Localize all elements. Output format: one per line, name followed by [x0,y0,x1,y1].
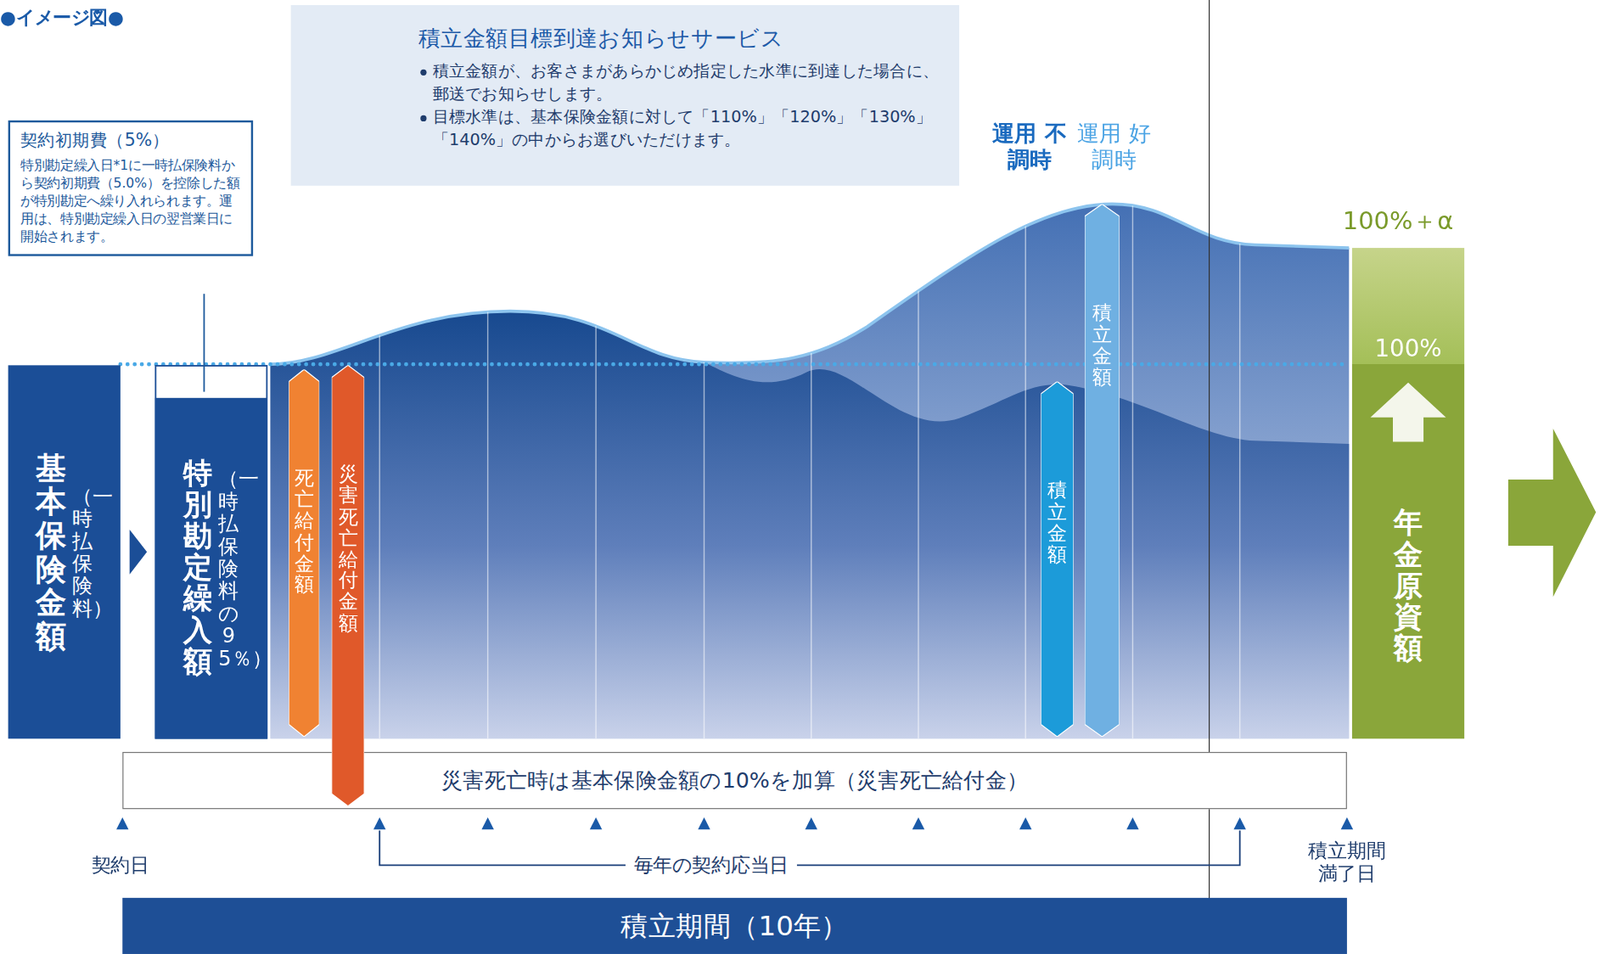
accident-note-band: 災害死亡時は基本保険金額の10%を加算（災害死亡給付金） [122,752,1348,809]
special-account-box: 特別勘定繰入額（一時払保険料の95％） [155,398,268,740]
gridline [595,193,596,739]
period-text: 積立期間（10年） [620,907,849,944]
fund-poor-bar: 積立金額 [1040,381,1073,737]
hundred-percent-dotted-line [120,362,1349,367]
date-ticks [116,817,1353,830]
year-gridlines [379,193,1240,739]
bar-label: 災害死亡給付金額 [338,463,359,635]
tick-mark [481,817,494,830]
initial-cost-callout: 契約初期費（5%） 特別勘定繰入日*1に一時払保険料から契約初期費（5.0%）を控… [8,120,254,257]
bar-label: 積立金額 [1047,479,1067,565]
vertical-label: 基本保険金額 [35,450,67,653]
premium-box: 基本保険金額（一時払保険料） [8,364,121,739]
gridline [487,193,489,739]
period-bar: 積立期間（10年） [122,898,1348,954]
poor-performance-label: 運用 不調時 [989,120,1070,175]
tick-mark [697,817,710,830]
bar-label: 積立金額 [1092,302,1112,388]
accident-death-bar: 災害死亡給付金額 [331,364,365,806]
panel-bullet: 目標水準は、基本保険金額に対して「110%」「120%」「130%」「140%」… [418,106,939,152]
gridline [1132,193,1134,739]
notice-service-panel: 積立金額目標到達お知らせサービス積立金額が、お客さまがあらかじめ指定した水準に到… [291,5,960,186]
bar-label: 死亡給付金額 [294,467,315,596]
panel-bullet: 積立金額が、お客さまがあらかじめ指定した水準に到達した場合に、郵送でお知らせしま… [418,60,939,107]
bar-outline [1040,381,1073,737]
deduction-strip [155,365,267,739]
bar-outline [288,369,320,737]
bar-outline [331,364,365,806]
vertical-label: 特別勘定繰入額 [183,458,213,679]
bar-outline [1084,203,1120,736]
vertical-sublabel: （一時払保険料の95％） [218,467,239,670]
figure-title: ●イメージ図● [0,5,204,29]
callout-body: 特別勘定繰入日*1に一時払保険料から契約初期費（5.0%）を控除した額が特別勘定… [20,156,242,246]
annuity-label: 年金原資額 [1393,508,1423,666]
pointed-bar-shape [1084,203,1120,736]
tick-mark [912,817,925,830]
good-performance-area [270,203,1350,739]
poor-performance-area [270,311,1350,740]
gridline [1024,193,1026,739]
fund-good-bar: 積立金額 [1084,203,1120,736]
up-arrow-shape [1370,382,1447,443]
good-performance-label: 運用 好調時 [1074,120,1155,175]
gridline [703,193,705,739]
vertical-sublabel: （一時払保険料） [72,484,93,620]
flow-chevron [129,529,147,575]
tick-mark [805,817,818,830]
divider-line [1208,0,1210,954]
tick-mark [1126,817,1139,830]
band-text: 災害死亡時は基本保険金額の10%を加算（災害死亡給付金） [441,766,1028,796]
contract-date-label: 契約日 [59,853,182,876]
anniversary-label: 毎年の契約応当日 [625,853,798,876]
anniversary-bracket [379,830,1240,866]
callout-title: 契約初期費（5%） [20,128,242,152]
gridline [378,193,380,739]
label-patch: 毎年の契約応当日 [625,853,798,876]
good-curve-edge [270,203,1350,365]
tick-mark [1341,817,1353,830]
tick-mark [1233,817,1246,830]
tick-mark [373,817,386,830]
tick-mark [1019,817,1032,830]
gridline [1239,193,1241,739]
maturity-label: 積立期間 満了日 [1296,838,1398,886]
next-stage-arrow [1508,428,1596,597]
annuity-fund-box: 年金原資額 [1352,247,1465,739]
panel-title: 積立金額目標到達お知らせサービス [418,23,939,55]
callout-leader [203,293,206,392]
death-benefit-bar: 死亡給付金額 [288,369,320,737]
gridline [917,193,919,739]
tick-mark [589,817,602,830]
gridline [810,193,812,739]
tick-mark [116,817,129,830]
hundred-percent-label: 100% [1352,334,1465,363]
plus-alpha-label: 100%＋α [1326,207,1470,237]
